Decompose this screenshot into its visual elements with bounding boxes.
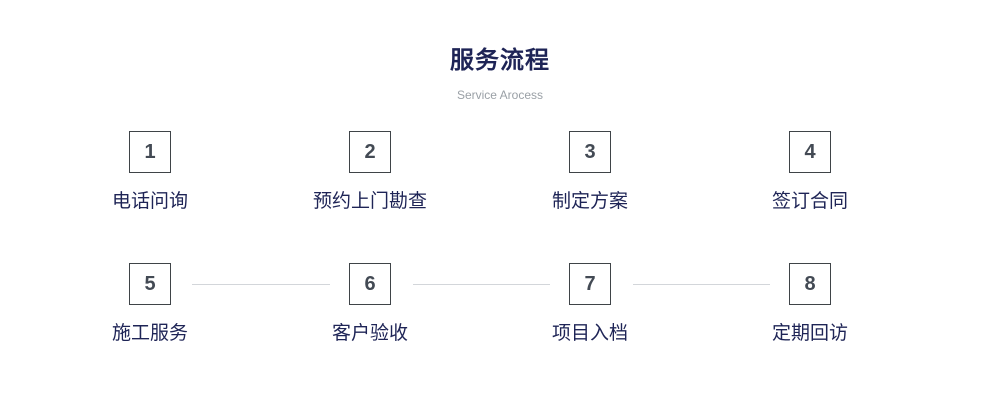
step-number-box[interactable]: 4 bbox=[789, 131, 831, 173]
step-connector-line bbox=[192, 284, 330, 285]
step-4: 4 签订合同 bbox=[730, 131, 890, 213]
step-3: 3 制定方案 bbox=[510, 131, 670, 213]
step-2: 2 预约上门勘查 bbox=[290, 131, 450, 213]
step-1: 1 电话问询 bbox=[70, 131, 230, 213]
step-label: 定期回访 bbox=[771, 322, 848, 344]
step-label: 施工服务 bbox=[111, 322, 188, 344]
step-label: 电话问询 bbox=[111, 190, 188, 212]
step-connector-line bbox=[633, 284, 770, 285]
step-label: 预约上门勘查 bbox=[312, 190, 427, 212]
step-6: 6 客户验收 bbox=[290, 263, 450, 345]
step-connector-line bbox=[413, 284, 550, 285]
step-8: 8 定期回访 bbox=[730, 263, 890, 345]
step-number-box[interactable]: 5 bbox=[129, 263, 171, 305]
section-subtitle: Service Arocess bbox=[456, 88, 544, 102]
step-number-box[interactable]: 6 bbox=[349, 263, 391, 305]
step-number-box[interactable]: 2 bbox=[349, 131, 391, 173]
step-label: 制定方案 bbox=[551, 190, 628, 212]
step-5: 5 施工服务 bbox=[70, 263, 230, 345]
step-label: 项目入档 bbox=[551, 322, 628, 344]
step-number-box[interactable]: 1 bbox=[129, 131, 171, 173]
step-number-box[interactable]: 8 bbox=[789, 263, 831, 305]
section-title: 服务流程 bbox=[450, 46, 550, 74]
step-label: 客户验收 bbox=[331, 322, 408, 344]
step-label: 签订合同 bbox=[771, 190, 848, 212]
step-number-box[interactable]: 3 bbox=[569, 131, 611, 173]
step-7: 7 项目入档 bbox=[510, 263, 670, 345]
step-number-box[interactable]: 7 bbox=[569, 263, 611, 305]
